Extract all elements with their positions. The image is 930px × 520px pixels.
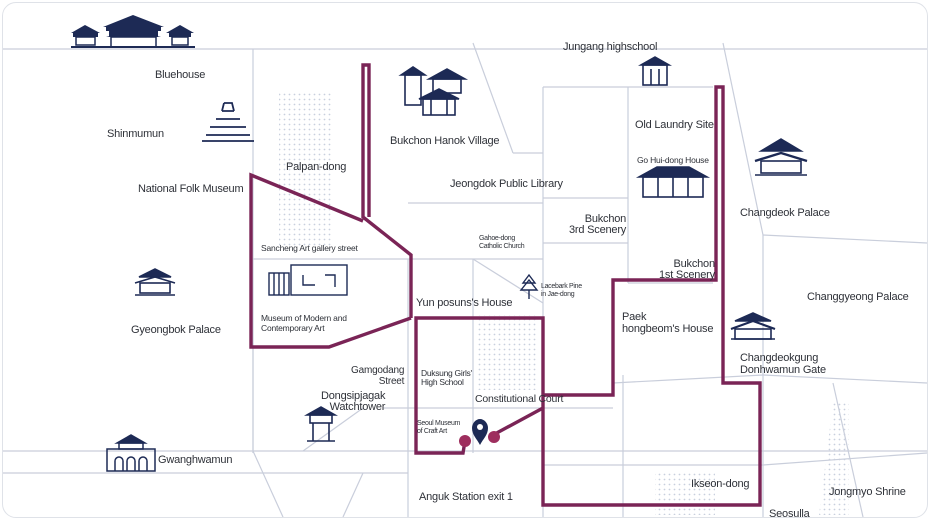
label-bukchon-1st: Bukchon 1st Scenery: [659, 258, 715, 281]
label-palpan-dong: Palpan-dong: [286, 161, 347, 173]
label-national-folk-museum: National Folk Museum: [138, 183, 244, 195]
gate-icon: [730, 312, 776, 340]
label-anguk-station: Anguk Station exit 1: [419, 491, 513, 503]
label-seoul-museum-craft: Seoul Museum of Craft Art: [417, 420, 461, 435]
label-old-laundry: Old Laundry Site: [635, 119, 714, 131]
palace-roofs-icon: [71, 15, 195, 48]
label-bukchon-hanok-village: Bukchon Hanok Village: [390, 135, 500, 147]
route-end-dot: [488, 431, 500, 443]
label-ikseon-dong: Ikseon-dong: [691, 478, 750, 490]
palace-hall-icon: [134, 268, 176, 296]
dotted-block: [477, 315, 537, 390]
label-changgyeong-palace: Changgyeong Palace: [807, 291, 909, 303]
pine-tree-icon: [519, 273, 539, 299]
museum-building-icon: [268, 264, 348, 296]
location-pin-icon[interactable]: [472, 419, 488, 445]
label-bukchon-3rd: Bukchon 3rd Scenery: [569, 213, 627, 236]
label-gahoe-church: Gahoe-dong Catholic Church: [479, 235, 525, 250]
label-lacebark-pine: Lacebark Pine in Jae-dong: [541, 283, 582, 298]
label-dongsipjagak: Dongsipjagak Watchtower: [321, 390, 386, 413]
dotted-block: [819, 403, 849, 515]
label-gamgodang: Gamgodang Street: [351, 365, 405, 387]
label-paek-house: Paek hongbeom's House: [622, 311, 714, 335]
label-sancheong-gallery: Sancheng Art gallery street: [261, 243, 358, 253]
watchtower-icon: [303, 406, 339, 442]
label-jeongdok-library: Jeongdok Public Library: [450, 178, 563, 190]
label-changdeok-palace: Changdeok Palace: [740, 207, 830, 219]
label-yun-posun: Yun posuns's House: [416, 297, 513, 309]
label-bluehouse: Bluehouse: [155, 69, 206, 81]
label-constitutional-court: Constitutional Court: [475, 393, 564, 405]
dotted-block: [655, 473, 715, 515]
school-building-icon: [637, 56, 673, 86]
label-jungang-hs: Jungang highschool: [563, 41, 658, 53]
label-gwanghwamun: Gwanghwamun: [158, 454, 233, 466]
hanok-house-icon: [635, 166, 711, 198]
label-duksung: Duksung Girls' High School: [421, 368, 472, 387]
route-map: [3, 15, 927, 517]
label-donhwamun: Changdeokgung Donhwamun Gate: [740, 352, 826, 376]
label-seosulla: Seosulla: [769, 508, 810, 518]
gate-icon: [106, 434, 156, 472]
walking-route: [249, 63, 762, 507]
route-end-dot: [459, 435, 471, 447]
label-jongmyo: Jongmyo Shrine: [829, 486, 906, 498]
label-go-huidong: Go Hui-dong House: [637, 155, 709, 165]
palace-hall-icon: [754, 138, 808, 176]
pagoda-icon: [202, 102, 254, 142]
label-shinmumun: Shinmumun: [107, 128, 164, 140]
hanok-village-icon: [398, 66, 469, 116]
dotted-block: [279, 93, 331, 248]
label-gyeongbok-palace: Gyeongbok Palace: [131, 324, 221, 336]
label-mmca: Museum of Modern and Contemporary Art: [261, 313, 347, 333]
